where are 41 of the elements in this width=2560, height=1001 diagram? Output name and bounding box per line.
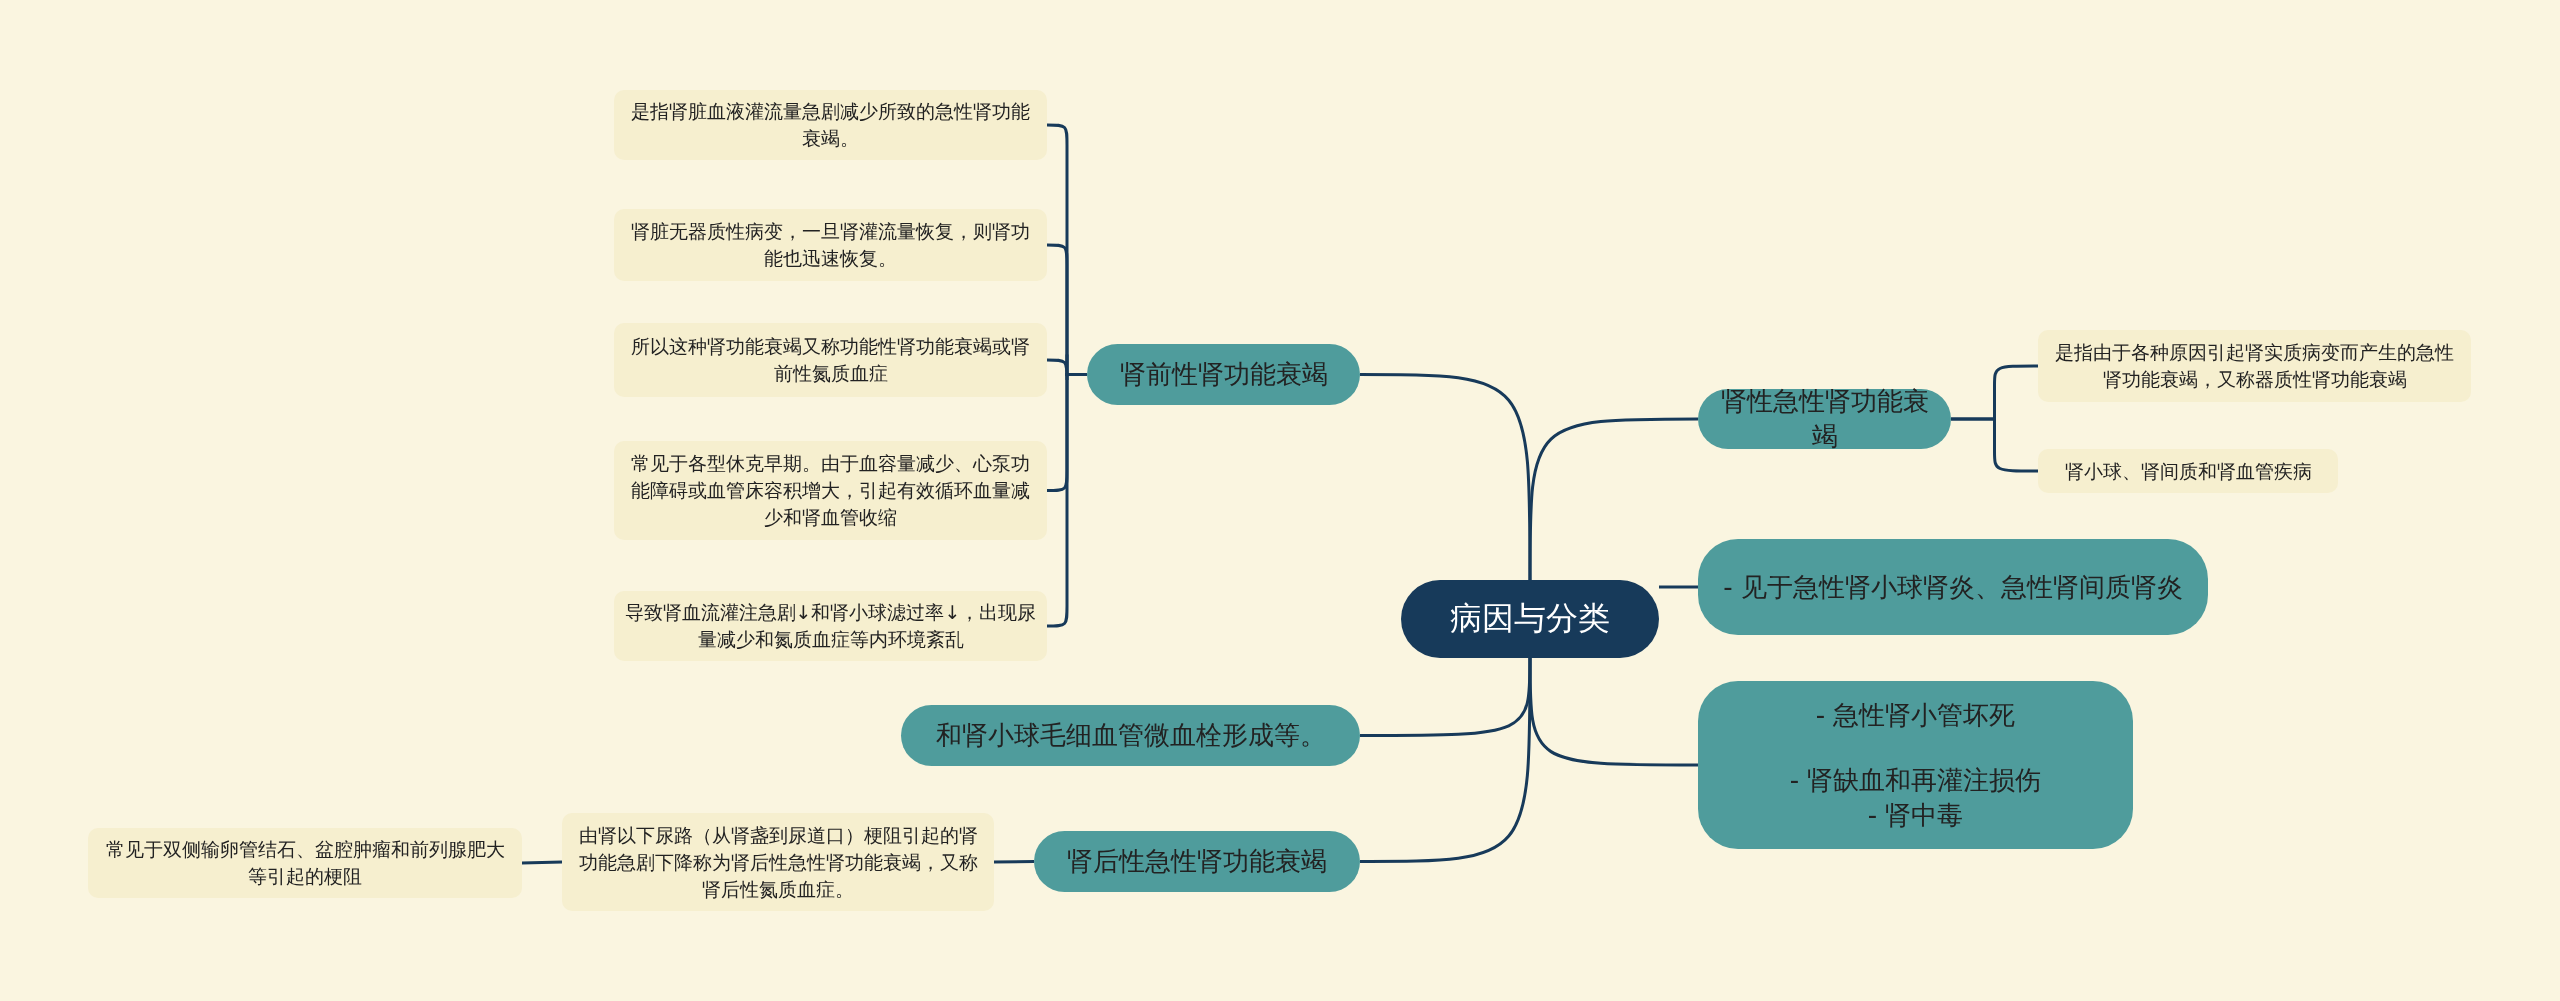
note-text: 常见于各型休克早期。由于血容量减少、心泵功能障碍或血管床容积增大，引起有效循环血量减少和肾血管收缩: [630, 451, 1031, 530]
note-box: [614, 441, 1047, 540]
branch-text: 肾后性急性肾功能衰竭: [1067, 845, 1327, 878]
connector-line: [1951, 417, 2038, 473]
branch-text: - 肾缺血和再灌注损伤: [1789, 763, 2042, 797]
note-text: 肾脏无器质性病变，一旦肾灌流量恢复，则肾功能也迅速恢复。: [630, 219, 1031, 271]
note-box: [2038, 330, 2471, 402]
note-text: 常见于双侧输卵管结石、盆腔肿瘤和前列腺肥大等引起的梗阻: [104, 837, 506, 889]
note-box: [2038, 449, 2338, 493]
note-box: [562, 813, 994, 911]
connector-line: [1047, 373, 1087, 628]
note-text: 是指由于各种原因引起肾实质病变而产生的急性肾功能衰竭，又称器质性肾功能衰竭: [2054, 340, 2455, 392]
connector-line: [1528, 658, 1698, 767]
connector-line: [993, 860, 1035, 864]
central-topic-text: 病因与分类: [1450, 598, 1610, 639]
connector-line: [1659, 585, 1698, 589]
note-box: [614, 323, 1047, 397]
branch-text: - 肾中毒: [1867, 798, 1964, 832]
note-text: 是指肾脏血液灌流量急剧减少所致的急性肾功能衰竭。: [630, 99, 1031, 151]
branch-box: [901, 705, 1360, 766]
note-text: 肾小球、肾间质和肾血管疾病: [2064, 458, 2312, 484]
branch-box: [1698, 389, 1951, 449]
note-text: 由肾以下尿路（从肾盏到尿道口）梗阻引起的肾功能急剧下降称为肾后性急性肾功能衰竭，又称肾后性氮质血症。: [577, 822, 979, 902]
note-box: [88, 828, 522, 898]
branch-text: 和肾小球毛细血管微血栓形成等。: [935, 719, 1326, 752]
branch-box: [1034, 831, 1360, 892]
note-text: 所以这种肾功能衰竭又称功能性肾功能衰竭或肾前性氮质血症: [630, 334, 1031, 386]
note-text: 导致肾血流灌注急剧↓和肾小球滤过率↓，出现尿量减少和氮质血症等内环境紊乱: [624, 600, 1037, 652]
connector-line: [521, 860, 563, 865]
branch-box: [1698, 681, 2133, 849]
note-box: [614, 209, 1047, 281]
connector-line: [1360, 658, 1532, 863]
branch-text: - 急性肾小管坏死: [1815, 698, 2016, 732]
branch-box: [1698, 539, 2208, 635]
branch-box: [1087, 344, 1360, 405]
branch-text: - 见于急性肾小球肾炎、急性肾间质肾炎: [1723, 570, 2183, 604]
connector-line: [1528, 417, 1698, 580]
note-box: [614, 90, 1047, 160]
branch-text: 肾前性肾功能衰竭: [1119, 358, 1328, 391]
note-box: [614, 591, 1047, 661]
branch-text: 肾性急性肾功能衰竭: [1719, 385, 1930, 453]
